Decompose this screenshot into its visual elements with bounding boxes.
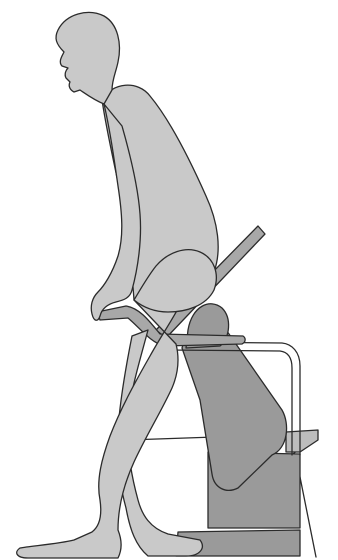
device-pedal: [286, 430, 318, 452]
person-figure: [17, 12, 218, 558]
person-head: [56, 12, 119, 104]
